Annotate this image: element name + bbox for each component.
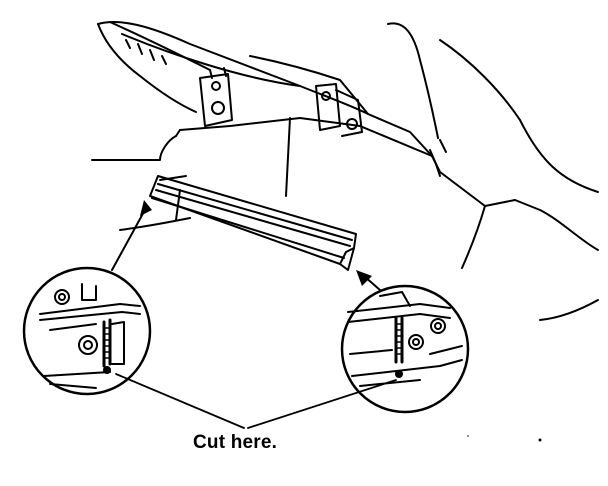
cut-callout-lines [115,373,397,429]
arrow-head-left [140,200,152,216]
speck [467,435,469,437]
trim-strip [149,175,357,271]
glove-box-assembly [91,21,599,321]
detail-circle-left [22,266,152,396]
cut-here-label: Cut here. [193,432,278,453]
pointer-arrows [111,207,381,291]
arrow-head-right [356,270,372,286]
speck [538,438,542,442]
detail-circle-right [340,284,470,414]
